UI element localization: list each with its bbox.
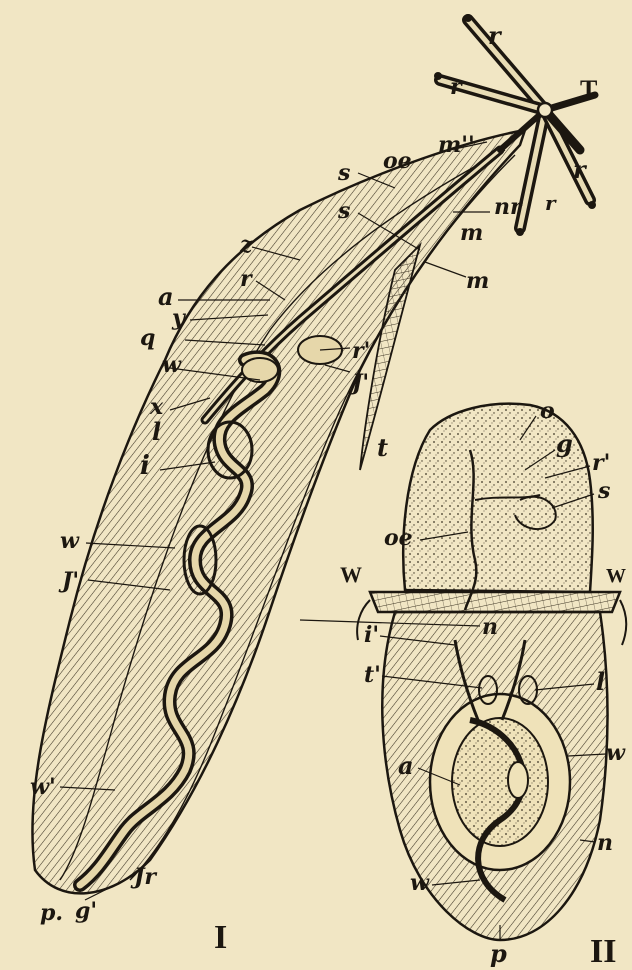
label-s: s bbox=[337, 198, 350, 224]
label-g-prime: g' bbox=[75, 898, 97, 924]
figure-numeral-one: I bbox=[214, 919, 227, 956]
collar-rim bbox=[370, 592, 620, 612]
label-r: r bbox=[545, 191, 557, 215]
label-o: o bbox=[540, 398, 555, 424]
label-oe: oe bbox=[383, 148, 412, 174]
label-i-prime: i' bbox=[364, 622, 379, 648]
label-j-prime: J' bbox=[58, 568, 79, 594]
figure-two: o g r' s oe W W i' t' l w a n w p II bbox=[340, 398, 626, 970]
label-t: t bbox=[377, 433, 388, 462]
label-w: w bbox=[410, 870, 430, 896]
label-z: z bbox=[239, 232, 253, 258]
label-q: q bbox=[140, 325, 155, 351]
label-oe: oe bbox=[384, 525, 413, 551]
label-s: s bbox=[597, 478, 610, 504]
label-nr: nr bbox=[494, 194, 523, 220]
label-w-collar: W bbox=[606, 565, 626, 587]
label-w: w bbox=[606, 740, 626, 766]
label-r-prime: r' bbox=[592, 450, 610, 476]
label-l: l bbox=[596, 667, 605, 696]
label-jr: Jr bbox=[130, 864, 157, 890]
label-w-prime: w' bbox=[30, 774, 56, 800]
label-t-tentacles: T bbox=[580, 75, 597, 104]
label-m: m bbox=[466, 268, 489, 294]
label-p: p. bbox=[40, 900, 63, 926]
label-l: l bbox=[152, 417, 161, 446]
label-w: w bbox=[162, 352, 182, 378]
label-m: m bbox=[460, 220, 483, 246]
label-i: i bbox=[140, 451, 150, 481]
label-t-prime: t' bbox=[364, 662, 381, 688]
label-r-prime: r' bbox=[352, 338, 370, 364]
label-j-prime: J' bbox=[348, 370, 369, 396]
label-m-double: m'' bbox=[438, 132, 475, 158]
label-r: r bbox=[450, 74, 463, 100]
label-w: w bbox=[60, 528, 80, 554]
label-a: a bbox=[398, 751, 414, 780]
label-r: r bbox=[240, 266, 253, 292]
figure-numeral-two: II bbox=[590, 933, 616, 970]
label-w-collar: W bbox=[340, 562, 362, 587]
label-y: y bbox=[171, 305, 187, 331]
label-s: s bbox=[337, 160, 350, 186]
label-r: r bbox=[488, 21, 503, 50]
label-g: g bbox=[556, 429, 573, 458]
label-p: p bbox=[490, 939, 507, 968]
label-n: n bbox=[597, 830, 613, 856]
